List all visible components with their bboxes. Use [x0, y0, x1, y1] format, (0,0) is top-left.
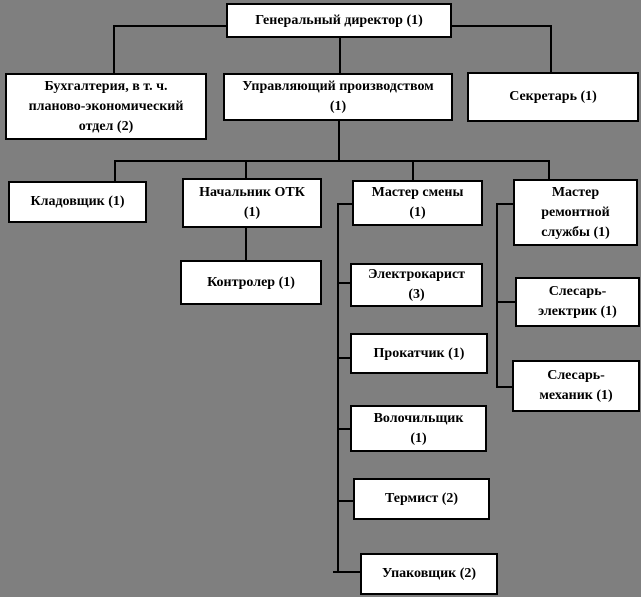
connector-line [113, 25, 226, 27]
node-storekeeper: Кладовщик (1) [8, 181, 147, 223]
connector-line [452, 25, 550, 27]
connector-line [496, 203, 513, 205]
node-fitter-mechanic: Слесарь- механик (1) [512, 360, 640, 412]
connector-line [337, 357, 350, 359]
connector-line [113, 25, 115, 73]
connector-line [114, 160, 550, 162]
node-wire-drawer: Волочильщик (1) [350, 405, 487, 452]
node-general-director: Генеральный директор (1) [226, 3, 452, 38]
connector-line [339, 38, 341, 73]
node-packer: Упаковщик (2) [360, 553, 498, 595]
connector-line [338, 121, 340, 160]
connector-line [337, 500, 353, 502]
connector-line [337, 282, 350, 284]
node-shift-master: Мастер смены (1) [352, 180, 483, 226]
connector-line [245, 160, 247, 178]
connector-line [245, 228, 247, 260]
connector-line [337, 428, 350, 430]
connector-line [333, 571, 360, 573]
connector-line [550, 25, 552, 72]
node-repair-master: Мастер ремонтной службы (1) [513, 179, 638, 246]
connector-line [412, 160, 414, 180]
connector-line [496, 203, 498, 388]
node-roller-operator: Прокатчик (1) [350, 333, 488, 374]
node-accounting: Бухгалтерия, в т. ч. планово-экономическ… [5, 73, 207, 140]
node-controller: Контролер (1) [180, 260, 322, 305]
connector-line [496, 301, 515, 303]
node-fitter-electrician: Слесарь- электрик (1) [515, 277, 640, 327]
connector-line [548, 160, 550, 179]
node-production-manager: Управляющий производством (1) [223, 73, 453, 121]
node-electrocar-driver: Электрокарист (3) [350, 263, 483, 307]
connector-line [496, 386, 512, 388]
node-otk-chief: Начальник ОТК (1) [182, 178, 322, 228]
node-secretary: Секретарь (1) [467, 72, 639, 122]
node-heat-treater: Термист (2) [353, 478, 490, 520]
connector-line [337, 203, 352, 205]
connector-line [337, 203, 339, 573]
connector-line [114, 160, 116, 181]
